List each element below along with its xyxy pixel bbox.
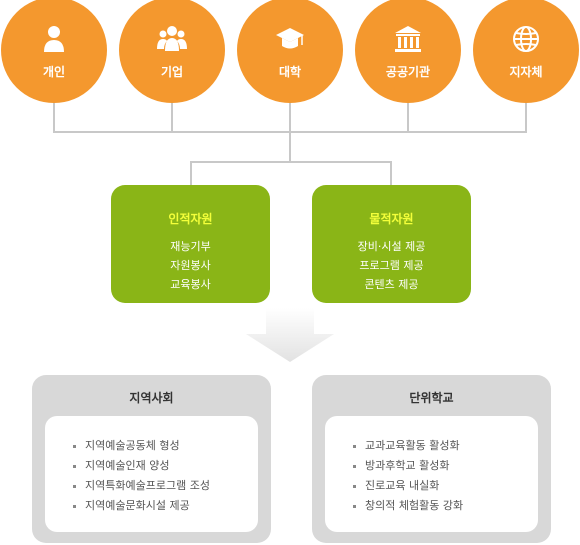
box-title: 지역사회	[129, 391, 174, 405]
list-item: 교과교육활동 활성화	[353, 436, 538, 456]
resource-item: 콘텐츠 제공	[364, 278, 419, 291]
source-company: 기업	[119, 0, 225, 103]
person-icon	[44, 26, 64, 52]
human-resources-box: 인적자원 재능기부 자원봉사 교육봉사	[111, 185, 270, 303]
list-item: 방과후학교 활성화	[353, 456, 538, 476]
local-community-box: 지역사회 지역예술공동체 형성 지역예술인재 양성 지역특화예술프로그램 조성 …	[32, 375, 271, 543]
source-individual: 개인	[1, 0, 107, 103]
resource-item: 자원봉사	[170, 259, 211, 272]
down-arrow-icon	[246, 308, 334, 362]
list-item: 창의적 체험활동 강화	[353, 496, 538, 516]
list-item: 진로교육 내실화	[353, 476, 538, 496]
source-local-government: 지자체	[473, 0, 579, 103]
list-item: 지역예술인재 양성	[73, 456, 258, 476]
source-label: 공공기관	[385, 65, 431, 79]
source-public-institution: 공공기관	[355, 0, 461, 103]
item-list: 교과교육활동 활성화 방과후학교 활성화 진로교육 내실화 창의적 체험활동 강…	[325, 416, 538, 516]
list-item: 지역특화예술프로그램 조성	[73, 476, 258, 496]
box-title: 인적자원	[168, 212, 213, 226]
list-item: 지역예술공동체 형성	[73, 436, 258, 456]
resource-item: 프로그램 제공	[359, 259, 424, 272]
resource-item: 재능기부	[170, 240, 211, 253]
source-label: 개인	[42, 65, 66, 79]
box-title: 물적자원	[369, 212, 414, 226]
connector-lines	[53, 102, 527, 186]
content-panel: 지역예술공동체 형성 지역예술인재 양성 지역특화예술프로그램 조성 지역예술문…	[45, 416, 258, 532]
source-university: 대학	[237, 0, 343, 103]
group-icon	[157, 26, 187, 51]
box-title: 단위학교	[409, 391, 454, 405]
list-item: 지역예술문화시설 제공	[73, 496, 258, 516]
resource-item: 교육봉사	[170, 278, 211, 291]
item-list: 지역예술공동체 형성 지역예술인재 양성 지역특화예술프로그램 조성 지역예술문…	[45, 416, 258, 516]
source-label: 기업	[160, 65, 184, 79]
source-label: 대학	[278, 65, 302, 79]
content-panel: 교과교육활동 활성화 방과후학교 활성화 진로교육 내실화 창의적 체험활동 강…	[325, 416, 538, 532]
school-unit-box: 단위학교 교과교육활동 활성화 방과후학교 활성화 진로교육 내실화 창의적 체…	[312, 375, 551, 543]
globe-icon	[513, 26, 539, 52]
source-label: 지자체	[509, 65, 543, 79]
material-resources-box: 물적자원 장비·시설 제공 프로그램 제공 콘텐츠 제공	[312, 185, 471, 303]
graduation-cap-icon	[276, 28, 304, 49]
resource-item: 장비·시설 제공	[357, 240, 426, 253]
building-icon	[395, 26, 421, 52]
